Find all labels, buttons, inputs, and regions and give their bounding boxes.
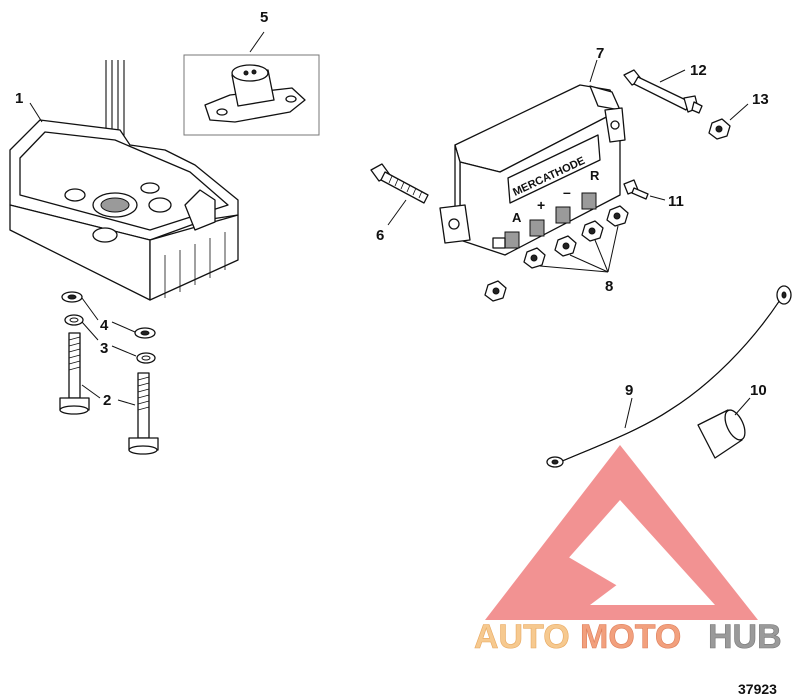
watermark-auto: AUTO	[474, 618, 570, 656]
figure-number: 37923	[738, 681, 777, 697]
washer-4-right	[134, 327, 156, 339]
stud-12	[623, 69, 703, 114]
callout-6: 6	[376, 227, 384, 244]
part-1-housing	[9, 60, 239, 301]
watermark-moto: MOTO	[580, 618, 681, 656]
terminal-mark-a: A	[512, 210, 522, 225]
callout-11: 11	[668, 193, 684, 210]
terminal-posts	[492, 192, 597, 249]
screw-11	[623, 179, 649, 200]
callout-5: 5	[260, 9, 268, 26]
watermark-logo	[485, 445, 758, 620]
housing-fins	[164, 232, 226, 298]
lockwasher-3-left	[64, 314, 84, 326]
cap-10	[697, 409, 746, 459]
callout-1: 1	[15, 90, 23, 107]
bolt-2-left	[59, 332, 90, 415]
callout-7: 7	[596, 45, 604, 62]
ground-strap-9	[546, 285, 792, 468]
bolt-2-right	[128, 372, 159, 455]
callout-4: 4	[100, 317, 109, 334]
callout-8: 8	[605, 278, 613, 295]
watermark-hub: HUB	[708, 618, 782, 656]
callout-13: 13	[752, 91, 769, 108]
lockwasher-3-right	[136, 352, 156, 364]
part-7-mercathode-controller: MERCATHODE A + – R	[439, 84, 626, 256]
callout-9: 9	[625, 382, 633, 399]
nuts-8	[484, 205, 629, 302]
bolt-6	[370, 163, 429, 204]
watermark-text: AUTO MOTO HUB	[474, 618, 782, 657]
callout-12: 12	[690, 62, 707, 79]
washer-4-left	[61, 291, 83, 303]
part-5-connector	[183, 54, 320, 136]
callout-3: 3	[100, 340, 108, 357]
callout-10: 10	[750, 382, 767, 399]
callout-2: 2	[103, 392, 111, 409]
terminal-mark-plus: +	[537, 197, 545, 213]
terminal-mark-r: R	[590, 168, 600, 183]
terminal-mark-minus: –	[563, 184, 571, 200]
nut-13	[708, 118, 731, 140]
